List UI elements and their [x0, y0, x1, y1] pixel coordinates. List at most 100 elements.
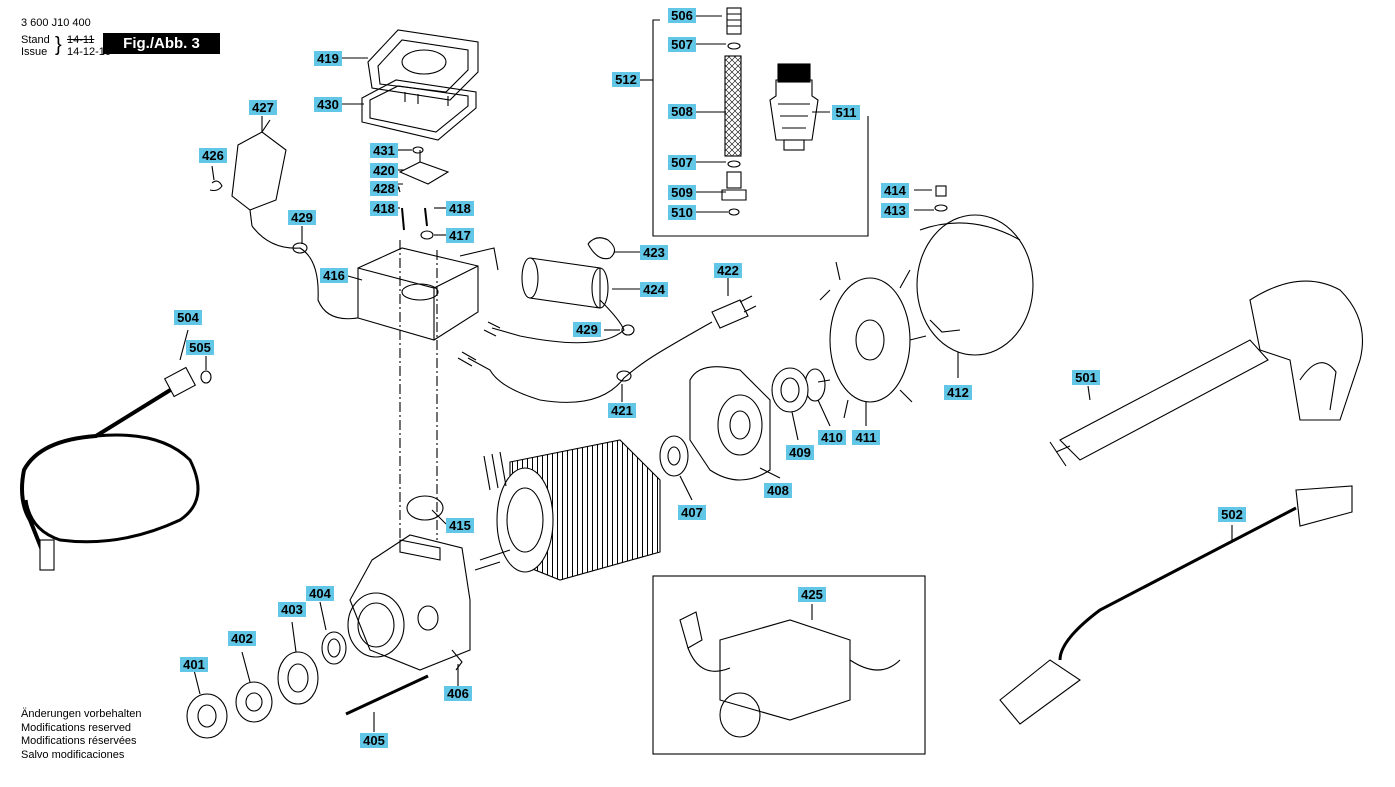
part-label-505: 505 — [186, 340, 214, 355]
svg-text:507: 507 — [671, 155, 693, 170]
part-label-510: 510 — [668, 205, 696, 220]
hose-504-drawing — [20, 366, 200, 571]
footer-line-fr: Modifications réservées — [21, 735, 137, 747]
part-label-412: 412 — [944, 385, 972, 400]
svg-text:420: 420 — [373, 163, 395, 178]
stand-value: 14-11 — [67, 34, 95, 46]
end-shield-408-drawing — [689, 366, 771, 481]
document-number: 3 600 J10 400 — [21, 17, 91, 29]
svg-text:422: 422 — [717, 263, 739, 278]
bearing-407-drawing — [659, 435, 689, 477]
svg-text:512: 512 — [615, 72, 637, 87]
seal-409-drawing — [771, 367, 809, 413]
svg-text:430: 430 — [317, 97, 339, 112]
svg-text:421: 421 — [611, 403, 633, 418]
footer-notes: Änderungen vorbehalten Modifications res… — [21, 708, 141, 762]
svg-text:417: 417 — [449, 228, 471, 243]
ring-505-drawing — [200, 370, 212, 384]
filter-511-drawing — [769, 63, 819, 151]
screw-405-drawing — [345, 674, 429, 716]
svg-text:508: 508 — [671, 104, 693, 119]
part-label-416: 416 — [320, 268, 348, 283]
part-label-501: 501 — [1072, 370, 1100, 385]
footer-line-en: Modifications reserved — [21, 721, 132, 734]
part-label-421: 421 — [608, 403, 636, 418]
svg-text:506: 506 — [671, 8, 693, 23]
part-label-420: 420 — [370, 163, 398, 178]
capacitor-424-drawing — [521, 257, 609, 309]
svg-text:402: 402 — [231, 631, 253, 646]
part-label-406: 406 — [444, 686, 472, 701]
svg-text:423: 423 — [643, 245, 665, 260]
part-label-425: 425 — [798, 587, 826, 602]
part-label-401: 401 — [180, 657, 208, 672]
part-label-418-right: 418 — [446, 201, 474, 216]
footer-line-es: Salvo modificaciones — [21, 748, 125, 761]
svg-text:426: 426 — [202, 148, 224, 163]
stand-label: Stand — [21, 34, 50, 46]
part-label-431: 431 — [370, 143, 398, 158]
gasket-430-drawing — [361, 79, 477, 141]
part-label-506: 506 — [668, 8, 696, 23]
terminal-box-416-drawing — [357, 247, 499, 341]
switch-427-drawing — [231, 119, 287, 227]
clip-423-drawing — [587, 237, 616, 260]
part-label-404: 404 — [306, 586, 334, 601]
part-label-429-upper: 429 — [288, 210, 316, 225]
part-label-419: 419 — [314, 51, 342, 66]
svg-text:401: 401 — [183, 657, 205, 672]
wires-429-drawing — [491, 299, 625, 344]
svg-text:428: 428 — [373, 181, 395, 196]
svg-text:510: 510 — [671, 205, 693, 220]
part-label-414: 414 — [881, 183, 909, 198]
spray-gun-501-drawing — [1049, 280, 1364, 467]
issue-value: 14-12-10 — [67, 46, 112, 58]
issue-label: Issue — [21, 46, 48, 58]
svg-text:424: 424 — [643, 282, 665, 297]
ring-404-drawing — [321, 631, 347, 665]
part-label-509: 509 — [668, 185, 696, 200]
svg-text:408: 408 — [767, 483, 789, 498]
svg-text:409: 409 — [789, 445, 811, 460]
kit-512-bracket — [652, 19, 869, 237]
part-label-408: 408 — [764, 483, 792, 498]
part-label-423: 423 — [640, 245, 668, 260]
part-label-429-lower: 429 — [573, 322, 601, 337]
part-label-512: 512 — [612, 72, 640, 87]
svg-text:504: 504 — [177, 310, 199, 325]
part-label-405: 405 — [360, 733, 388, 748]
svg-text:416: 416 — [323, 268, 345, 283]
svg-text:505: 505 — [189, 340, 211, 355]
part-label-427: 427 — [249, 100, 277, 115]
svg-text:406: 406 — [447, 686, 469, 701]
svg-text:411: 411 — [856, 430, 877, 445]
svg-text:405: 405 — [363, 733, 385, 748]
svg-text:418: 418 — [373, 201, 395, 216]
svg-text:429: 429 — [576, 322, 598, 337]
svg-text:431: 431 — [373, 143, 395, 158]
svg-text:429: 429 — [291, 210, 313, 225]
svg-text:403: 403 — [281, 602, 303, 617]
part-label-511: 511 — [832, 105, 860, 120]
cable-429-drawing — [251, 225, 381, 320]
svg-text:414: 414 — [884, 183, 906, 198]
part-label-418-left: 418 — [370, 201, 398, 216]
part-label-410: 410 — [818, 430, 846, 445]
plug-422-drawing — [711, 295, 757, 329]
connector-506-drawing — [726, 7, 742, 35]
part-label-507-lower: 507 — [668, 155, 696, 170]
part-label-413: 413 — [881, 203, 909, 218]
svg-text:404: 404 — [309, 586, 331, 601]
footer-line-de: Änderungen vorbehalten — [21, 708, 142, 720]
seal-402-drawing — [235, 681, 273, 723]
part-label-502: 502 — [1218, 507, 1246, 522]
motor-assembly-425-drawing — [679, 611, 901, 738]
part-label-428: 428 — [370, 181, 398, 196]
svg-text:509: 509 — [671, 185, 693, 200]
part-label-422: 422 — [714, 263, 742, 278]
pump-housing-drawing — [347, 534, 471, 671]
svg-text:507: 507 — [671, 37, 693, 52]
svg-text:511: 511 — [836, 105, 857, 120]
svg-text:419: 419 — [317, 51, 339, 66]
